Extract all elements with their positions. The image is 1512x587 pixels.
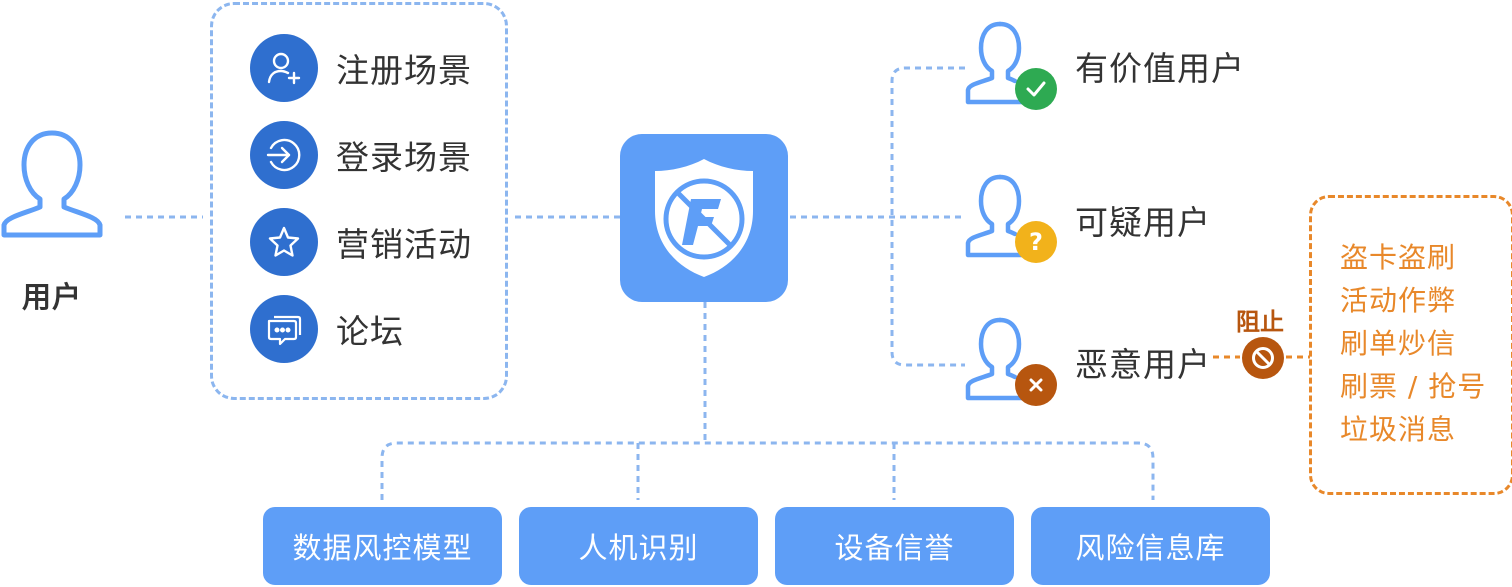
outcome-suspicious-user: ? [965,173,1057,265]
scene-forum[interactable]: 论坛 [250,295,404,363]
outcome-label: 可疑用户 [1075,203,1211,242]
user-icon [0,125,108,245]
shield-f-logo-icon [620,134,788,302]
capability-risk-database[interactable]: 风险信息库 [1031,507,1270,585]
outcome-valuable-user [965,20,1057,112]
risk-item: 刷单炒信 [1340,327,1457,360]
capability-bot-detection[interactable]: 人机识别 [519,507,758,585]
scene-label: 论坛 [336,312,404,351]
scene-register[interactable]: 注册场景 [250,34,472,102]
scenes-box [210,2,508,400]
user-label: 用户 [22,280,83,314]
connector-capabilities-bus [380,441,1155,500]
risks-list: 盗卡盗刷 活动作弊 刷单炒信 刷票 / 抢号 垃圾消息 [1340,236,1486,451]
outcome-label: 有价值用户 [1075,49,1245,88]
check-icon [1015,68,1057,110]
star-icon [250,208,318,276]
user-add-icon [250,34,318,102]
scene-label: 登录场景 [336,138,472,177]
block-label: 阻止 [1236,308,1284,336]
connector-outcomes-branch [890,66,965,367]
capability-data-risk-model[interactable]: 数据风控模型 [263,507,502,585]
block-icon [1242,337,1284,379]
scene-marketing[interactable]: 营销活动 [250,208,472,276]
outcome-malicious-user [965,316,1057,408]
cross-icon [1015,364,1057,406]
scene-login[interactable]: 登录场景 [250,121,472,189]
risk-item: 垃圾消息 [1340,413,1457,446]
scene-label: 营销活动 [336,225,472,264]
question-icon: ? [1015,221,1057,263]
risk-item: 刷票 / 抢号 [1340,370,1487,403]
login-icon [250,121,318,189]
capability-device-reputation[interactable]: 设备信誉 [775,507,1014,585]
outcome-label: 恶意用户 [1075,345,1211,384]
risk-item: 盗卡盗刷 [1340,241,1457,274]
scene-label: 注册场景 [336,51,472,90]
risk-item: 活动作弊 [1340,284,1457,317]
chat-icon [250,295,318,363]
